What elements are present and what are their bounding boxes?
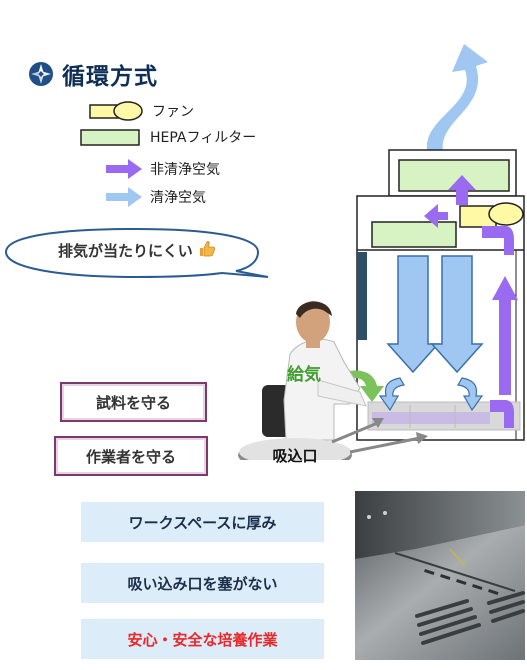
clean-air-arrow-icon	[106, 187, 142, 207]
legend-fan: ファン	[88, 100, 194, 122]
legend-hepa-label: HEPAフィルター	[150, 130, 257, 146]
supply-air-arrow	[345, 370, 384, 402]
inlet-label: 吸込口	[272, 446, 318, 465]
legend-hepa: HEPAフィルター	[80, 126, 256, 148]
cabinet-logo-icon	[29, 62, 53, 86]
legend-clean-air-label: 清浄空気	[150, 190, 206, 206]
speech-bubble	[4, 227, 269, 279]
front-sash	[357, 252, 367, 340]
fan-legend-icon	[89, 101, 143, 121]
legend-unclean-air-label: 非清浄空気	[150, 162, 220, 178]
protect-sample-box: 試料を守る	[60, 382, 207, 422]
exhaust-arrow	[426, 44, 488, 160]
thumbs-up-icon	[199, 241, 216, 257]
feature-label-1: ワークスペースに厚み	[128, 513, 277, 532]
title-row: 循環方式	[28, 58, 158, 90]
person-illustration	[262, 301, 367, 441]
legend-fan-label: ファン	[152, 104, 194, 120]
downflow-arrow-left	[386, 255, 440, 374]
bubble-label: 排気が当たりにくい	[58, 242, 193, 260]
feature-label-3: 安心・安全な培養作業	[127, 630, 278, 649]
unclean-air-arrow-icon	[106, 159, 142, 179]
rear-duct-up-arrow	[492, 276, 518, 395]
supply-hepa-filter	[371, 221, 457, 248]
feature-box-1: ワークスペースに厚み	[81, 502, 324, 542]
cabinet-diagram	[238, 44, 525, 460]
legend-unclean-air: 非清浄空気	[104, 158, 220, 180]
workspace-photo	[355, 491, 525, 660]
fan-rotor	[488, 202, 524, 226]
legend-clean-air: 清浄空気	[104, 186, 206, 208]
bubble-text: 排気が当たりにくい	[22, 240, 252, 261]
feature-box-2: 吸い込み口を塞がない	[81, 563, 324, 603]
protect-sample-label: 試料を守る	[95, 393, 171, 412]
fan-exit-arrow	[448, 175, 476, 205]
downflow-arrow-right	[430, 255, 484, 374]
page-title: 循環方式	[62, 64, 158, 90]
inlet-pill	[239, 438, 351, 460]
feature-box-3: 安心・安全な培養作業	[81, 619, 324, 659]
feature-label-2: 吸い込み口を塞がない	[127, 574, 278, 593]
protect-worker-label: 作業者を守る	[85, 447, 176, 466]
hepa-legend-icon	[80, 129, 140, 146]
protect-worker-box: 作業者を守る	[54, 436, 208, 476]
supply-label: 給気	[287, 365, 321, 385]
